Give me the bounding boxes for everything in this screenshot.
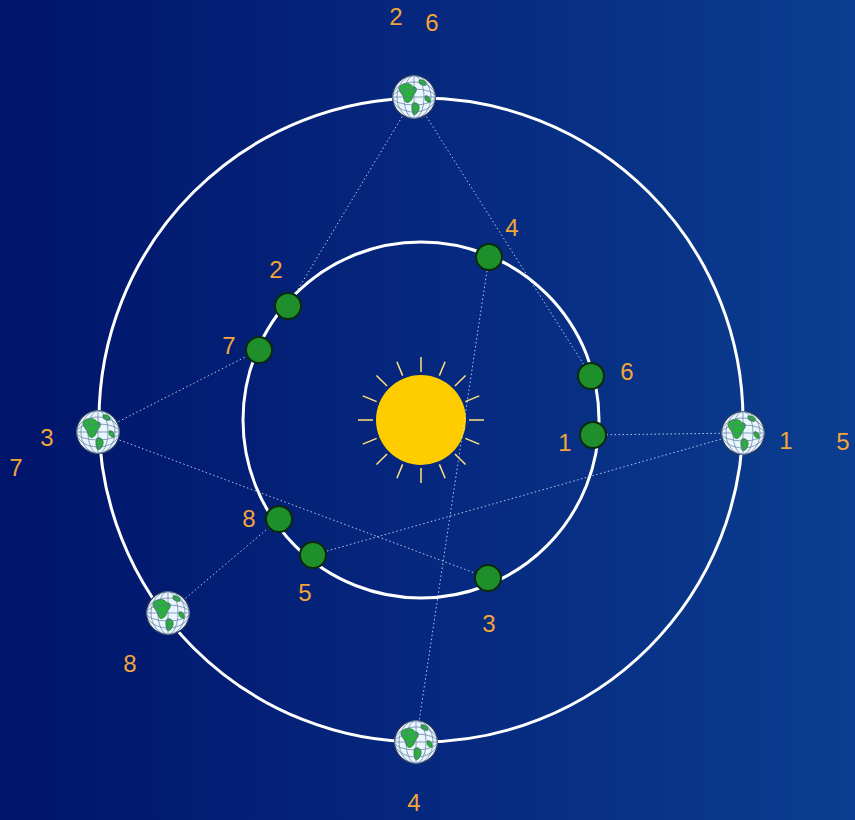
- globe-icon: [145, 590, 191, 636]
- sun-ray: [397, 464, 403, 478]
- position-number: 2: [389, 5, 402, 29]
- inner-planet: 7: [245, 336, 273, 364]
- earth-globe: 15: [720, 410, 766, 456]
- inner-planet: 4: [475, 243, 503, 271]
- earth-globe: 26: [391, 74, 437, 120]
- earth-globe: 4: [393, 719, 439, 765]
- position-number: 3: [482, 612, 495, 636]
- position-number: 1: [558, 431, 571, 455]
- position-number: 5: [836, 430, 849, 454]
- globe-icon: [393, 719, 439, 765]
- sun-ray: [439, 464, 445, 478]
- sun-ray: [455, 454, 466, 465]
- position-number: 6: [620, 360, 633, 384]
- sight-line: [120, 440, 475, 573]
- position-number: 2: [269, 258, 282, 282]
- sight-line: [419, 271, 486, 719]
- position-number: 8: [242, 507, 255, 531]
- sun-ray: [465, 438, 479, 444]
- sight-line: [426, 116, 583, 364]
- position-number: 3: [40, 426, 53, 450]
- position-number: 7: [9, 456, 22, 480]
- planet-disc: [579, 421, 607, 449]
- sight-line: [326, 439, 720, 551]
- position-number: 7: [222, 334, 235, 358]
- sun: [376, 375, 466, 465]
- position-number: 4: [407, 791, 420, 815]
- inner-planet: 6: [577, 362, 605, 390]
- earth-globe: 37: [75, 409, 121, 455]
- sun-ray: [439, 362, 445, 376]
- sun-ray: [455, 375, 466, 386]
- globe-icon: [391, 74, 437, 120]
- sun-rays: [358, 357, 484, 483]
- globe-icon: [720, 410, 766, 456]
- inner-planet: 1: [579, 421, 607, 449]
- inner-planet: 8: [265, 505, 293, 533]
- planet-disc: [475, 243, 503, 271]
- position-number: 1: [779, 429, 792, 453]
- planet-disc: [474, 564, 502, 592]
- sight-line: [607, 433, 720, 435]
- position-number: 8: [123, 652, 136, 676]
- position-number: 4: [505, 216, 518, 240]
- sun-ray: [376, 454, 387, 465]
- inner-planet: 2: [274, 292, 302, 320]
- sun-ray: [376, 375, 387, 386]
- inner-planet: 3: [474, 564, 502, 592]
- globe-icon: [75, 409, 121, 455]
- position-number: 5: [298, 581, 311, 605]
- planet-disc: [299, 541, 327, 569]
- sun-ray: [363, 438, 377, 444]
- sun-ray: [420, 357, 422, 372]
- position-number: 6: [425, 11, 438, 35]
- planet-disc: [577, 362, 605, 390]
- inner-orbit: [243, 242, 599, 598]
- sun-ray: [420, 468, 422, 483]
- earth-globe: 8: [145, 590, 191, 636]
- sun-ray: [397, 362, 403, 376]
- planet-disc: [274, 292, 302, 320]
- outer-orbit: [99, 98, 743, 742]
- sight-line: [295, 117, 402, 294]
- sun-ray: [469, 419, 484, 421]
- sun-ray: [363, 396, 377, 402]
- sun-ray: [358, 419, 373, 421]
- inner-planet: 5: [299, 541, 327, 569]
- sight-line: [118, 356, 246, 421]
- planet-disc: [265, 505, 293, 533]
- sight-line: [186, 528, 269, 598]
- planet-disc: [245, 336, 273, 364]
